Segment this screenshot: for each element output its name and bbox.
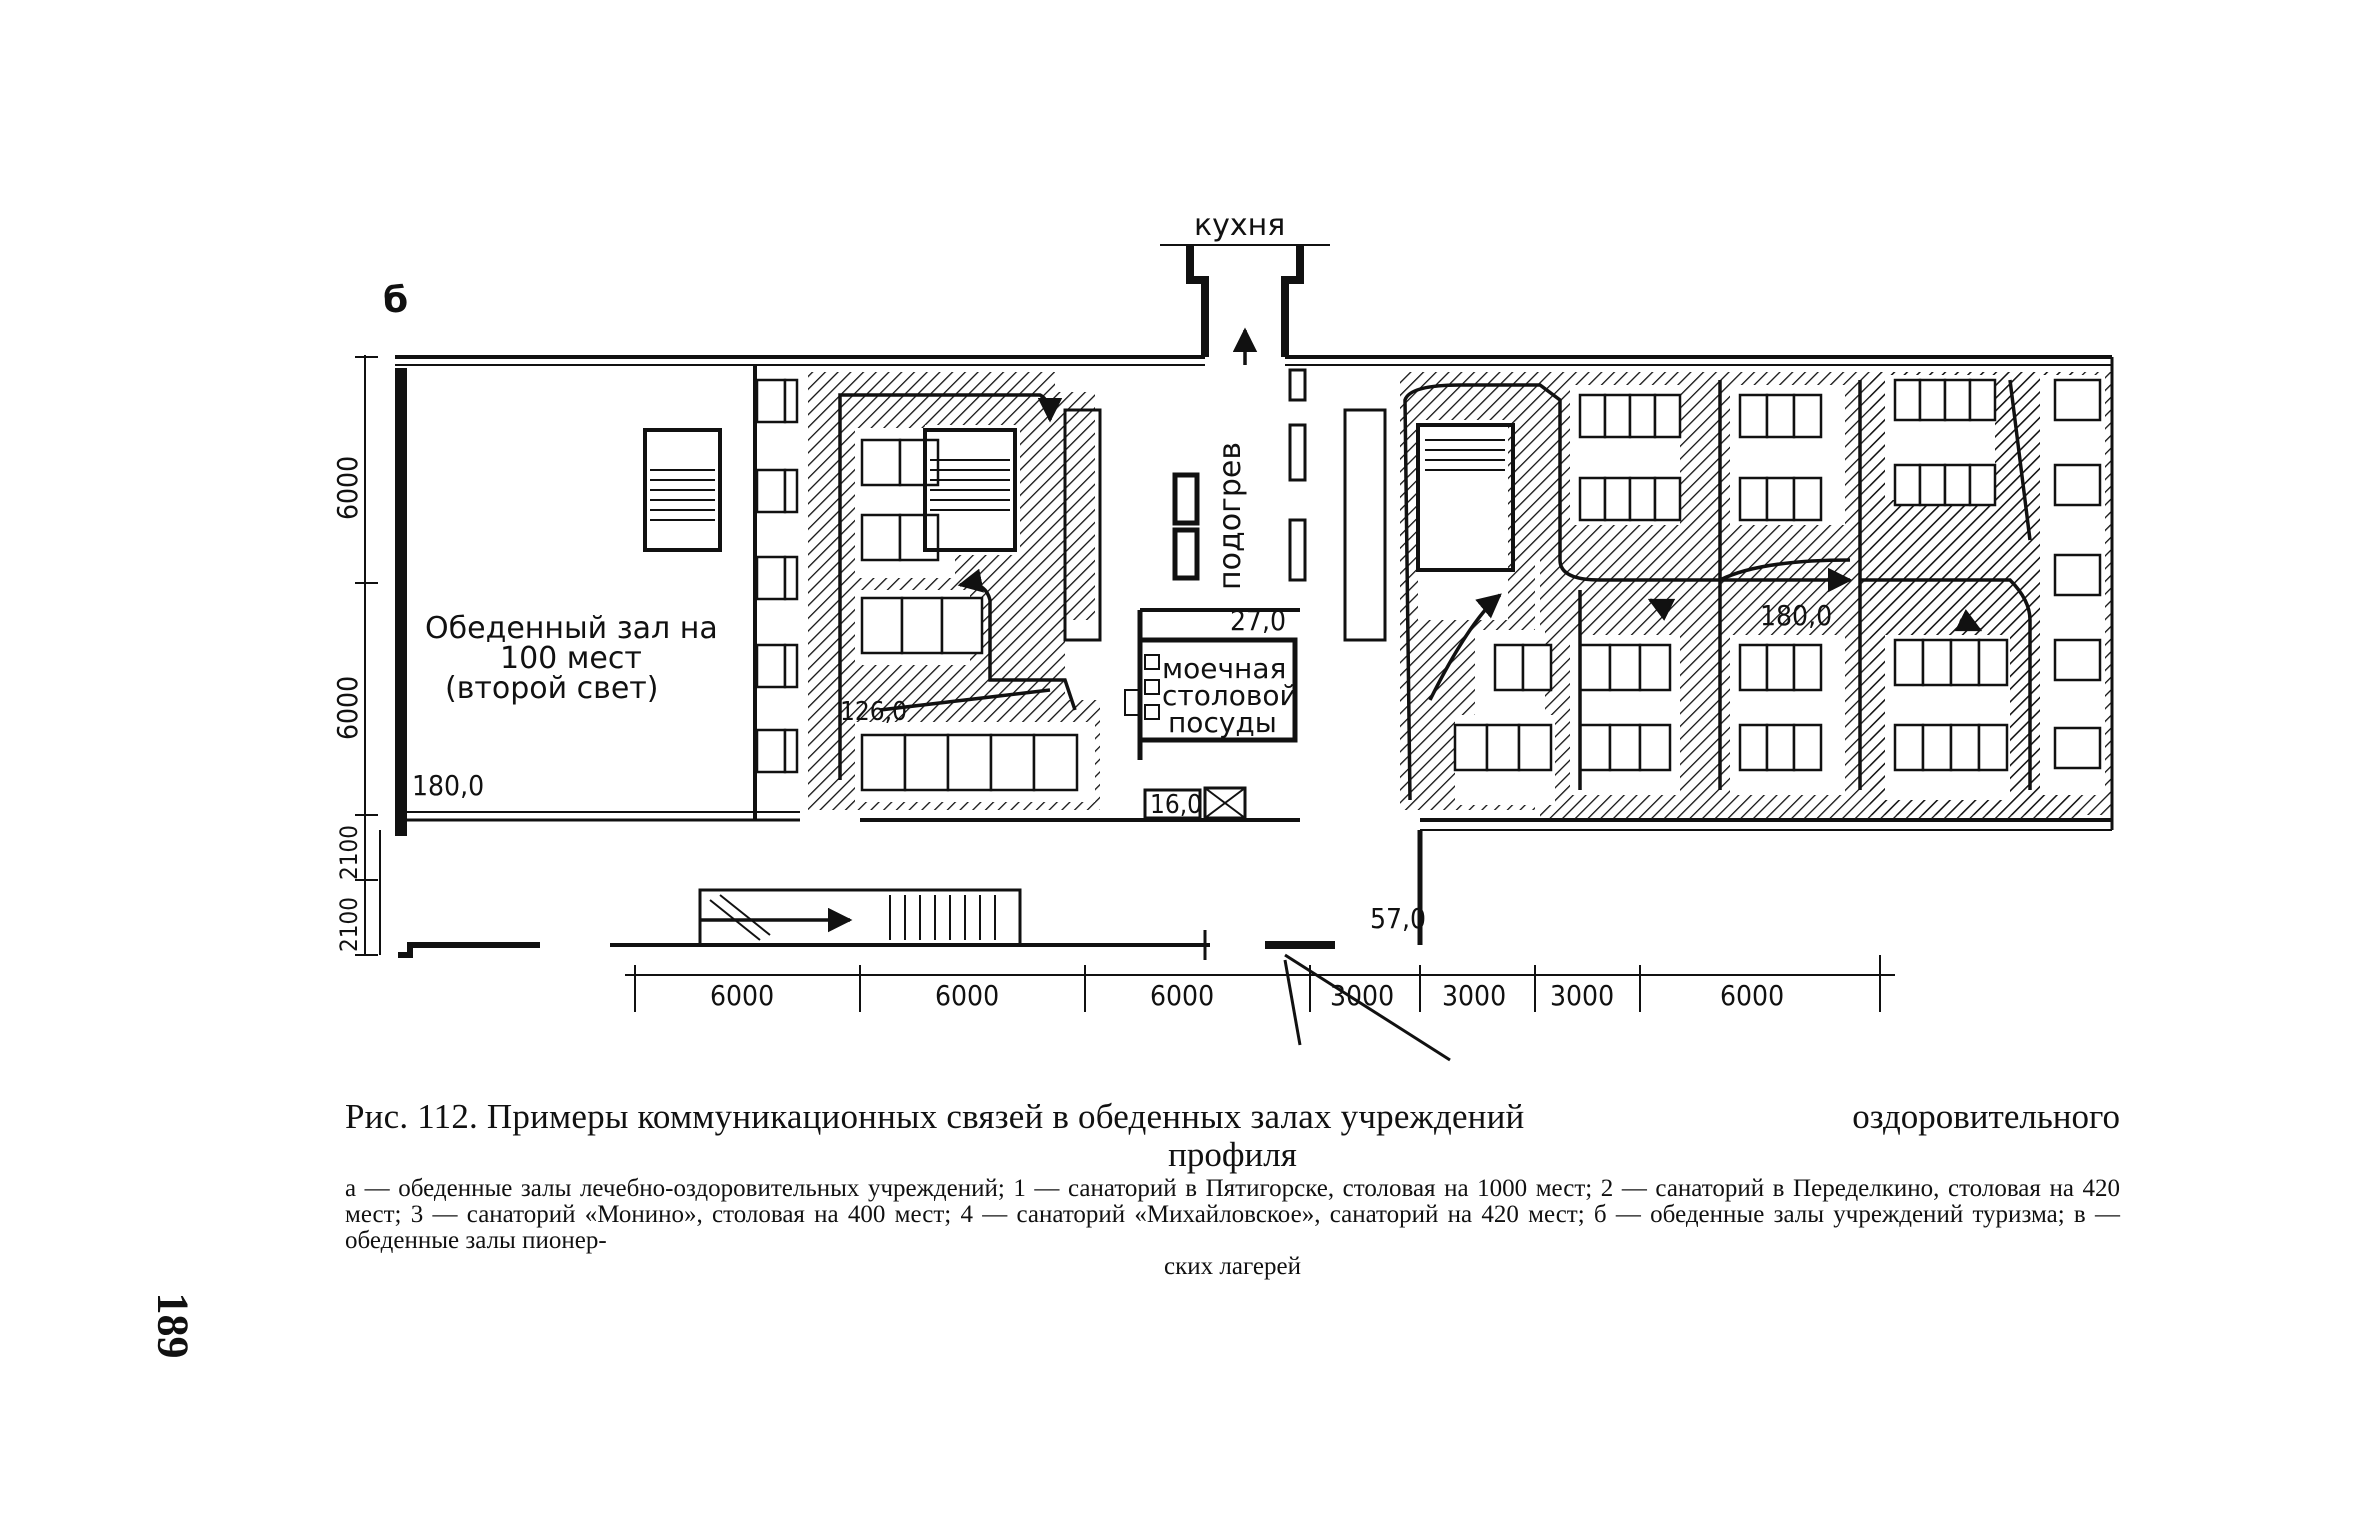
panel-label: б xyxy=(383,280,408,321)
dim-left-lower: 6000 xyxy=(331,676,364,740)
caption-legend-main: а — обеденные залы лечебно-оздоровительн… xyxy=(345,1175,2120,1254)
dim-left-small2: 2100 xyxy=(335,897,363,952)
stair-treads xyxy=(650,439,1505,941)
elevation-180-right: 180,0 xyxy=(1760,599,1832,632)
dim-bottom-7: 6000 xyxy=(1720,979,1784,1012)
caption-title-line2: профиля xyxy=(1168,1135,1297,1174)
hall-name-line1: Обеденный зал на xyxy=(425,611,718,646)
heating-label: подогрев xyxy=(1213,442,1248,590)
caption-title-main: Рис. 112. Примеры коммуникационных связе… xyxy=(345,1097,1525,1136)
elevation-hall: 180,0 xyxy=(412,769,484,802)
dimension-lines xyxy=(355,355,1895,1012)
dim-bottom-1: 6000 xyxy=(710,979,774,1012)
dim-bottom-4: 3000 xyxy=(1330,979,1394,1012)
caption-title: Рис. 112. Примеры коммуникационных связе… xyxy=(345,1098,2120,1174)
circulation-arrows xyxy=(700,327,2032,933)
dim-bottom-3: 6000 xyxy=(1150,979,1214,1012)
caption-title-tail: оздоровительного xyxy=(1852,1097,2120,1136)
dim-bottom-2: 6000 xyxy=(935,979,999,1012)
page-number: 189 xyxy=(148,1292,198,1359)
dishwash-line3: посуды xyxy=(1168,706,1277,739)
elevation-126: 126,0 xyxy=(840,697,907,727)
dim-bottom-6: 3000 xyxy=(1550,979,1614,1012)
kitchen-label: кухня xyxy=(1194,208,1285,243)
dishwash-line2: столовой xyxy=(1162,679,1298,712)
dim-left-small1: 2100 xyxy=(335,825,363,880)
caption-legend-last: ских лагерей xyxy=(1164,1253,1301,1280)
dishwash-line1: моечная xyxy=(1162,652,1286,685)
hall-name-line3: (второй свет) xyxy=(445,671,658,706)
hall-name-line2: 100 мест xyxy=(500,641,642,676)
elevation-57: 57,0 xyxy=(1370,902,1426,935)
walls xyxy=(379,244,2114,1062)
dining-tables xyxy=(755,378,2102,792)
caption-legend: а — обеденные залы лечебно-оздоровительн… xyxy=(345,1176,2120,1280)
elevation-16: 16,0 xyxy=(1150,790,1202,820)
elevation-27: 27,0 xyxy=(1230,604,1286,637)
dim-bottom-5: 3000 xyxy=(1442,979,1506,1012)
figure-caption: Рис. 112. Примеры коммуникационных связе… xyxy=(345,1098,2120,1280)
dim-left-upper: 6000 xyxy=(331,456,364,520)
